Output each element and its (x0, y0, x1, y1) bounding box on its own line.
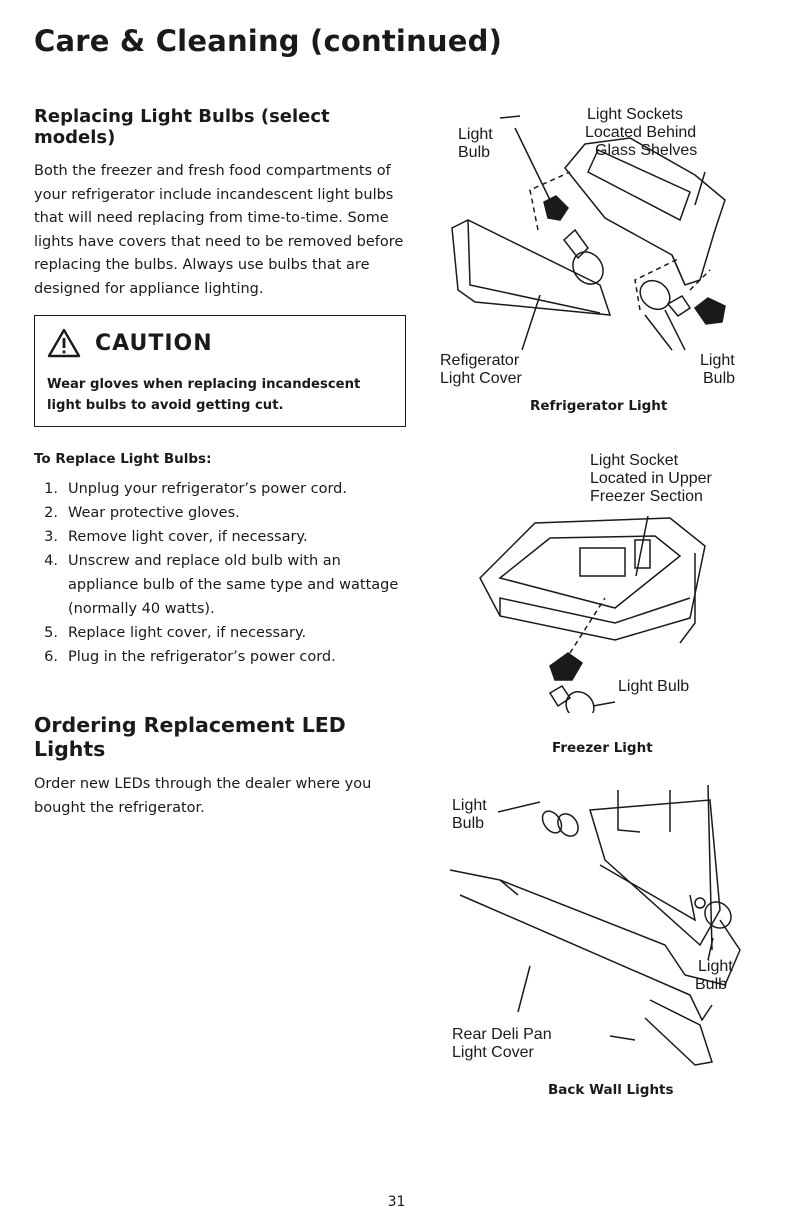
figure-freezer-light: Light Socket Located in Upper Freezer Se… (440, 448, 785, 758)
page-number: 31 (387, 1194, 406, 1210)
caption-refrigerator-light: Refrigerator Light (530, 398, 668, 414)
label-rear-deli-pan: Rear Deli Pan (452, 1026, 552, 1043)
page-title: Care & Cleaning (continued) (34, 24, 503, 58)
label-located-in-upper: Located in Upper (590, 470, 712, 487)
label-light-bulb-right: Light (698, 958, 733, 975)
freezer-light-illustration (479, 515, 706, 713)
label-glass-shelves: Glass Shelves (595, 142, 698, 159)
warning-triangle-icon (47, 328, 81, 358)
left-column: Replacing Light Bulbs (select models) Bo… (34, 106, 406, 820)
figure-back-wall-lights: Light Bulb Light Bulb Rear Deli Pan Ligh… (440, 770, 785, 1120)
steps-heading: To Replace Light Bulbs: (34, 451, 212, 467)
section-heading-replacing-bulbs: Replacing Light Bulbs (select models) (34, 106, 330, 148)
label-light-sockets: Light Sockets (587, 106, 684, 123)
section-led: Ordering Replacement LED Lights Order ne… (34, 713, 406, 820)
section-heading-led: Ordering Replacement LED Lights (34, 713, 346, 761)
list-item: 3.Remove light cover, if necessary. (44, 529, 308, 545)
list-item: 2.Wear protective gloves. (44, 505, 240, 521)
label-light-bulb-bottom: Light (700, 352, 735, 369)
caution-header: CAUTION (47, 328, 393, 358)
label-light-bulb-bottom-2: Bulb (703, 370, 736, 387)
list-item: 1.Unplug your refrigerator’s power cord. (44, 481, 347, 497)
intro-paragraph: Both the freezer and fresh food compartm… (34, 163, 404, 297)
label-located-behind: Located Behind (585, 124, 697, 141)
label-light-bulb-top: Light (458, 126, 493, 143)
label-light-bulb-left-2: Bulb (452, 815, 485, 832)
label-light-socket: Light Socket (590, 452, 679, 469)
caution-box: CAUTION Wear gloves when replacing incan… (34, 315, 406, 427)
label-refrigerator: Refigerator (440, 352, 520, 369)
label-freezer-section: Freezer Section (590, 488, 703, 505)
list-item: 4.Unscrew and replace old bulb with an a… (44, 553, 399, 617)
figure-refrigerator-light: Light Bulb Light Sockets Located Behind … (440, 80, 785, 415)
caption-freezer-light: Freezer Light (552, 740, 653, 756)
refrigerator-light-illustration (451, 115, 726, 351)
led-paragraph: Order new LEDs through the dealer where … (34, 776, 372, 816)
back-wall-lights-illustration (449, 784, 741, 1066)
label-light-bulb-left: Light (452, 797, 487, 814)
label-light-cover: Light Cover (452, 1044, 534, 1061)
label-light-bulb-right-2: Bulb (695, 976, 728, 993)
label-light-cover: Light Cover (440, 370, 522, 387)
list-item: 6.Plug in the refrigerator’s power cord. (44, 649, 336, 665)
steps-list: 1.Unplug your refrigerator’s power cord.… (34, 477, 406, 669)
caution-text: Wear gloves when replacing incandescent … (47, 377, 361, 413)
caption-back-wall-lights: Back Wall Lights (548, 1082, 674, 1098)
label-light-bulb-top-2: Bulb (458, 144, 491, 161)
caution-title: CAUTION (95, 330, 213, 356)
list-item: 5.Replace light cover, if necessary. (44, 625, 307, 641)
label-light-bulb: Light Bulb (618, 678, 690, 695)
